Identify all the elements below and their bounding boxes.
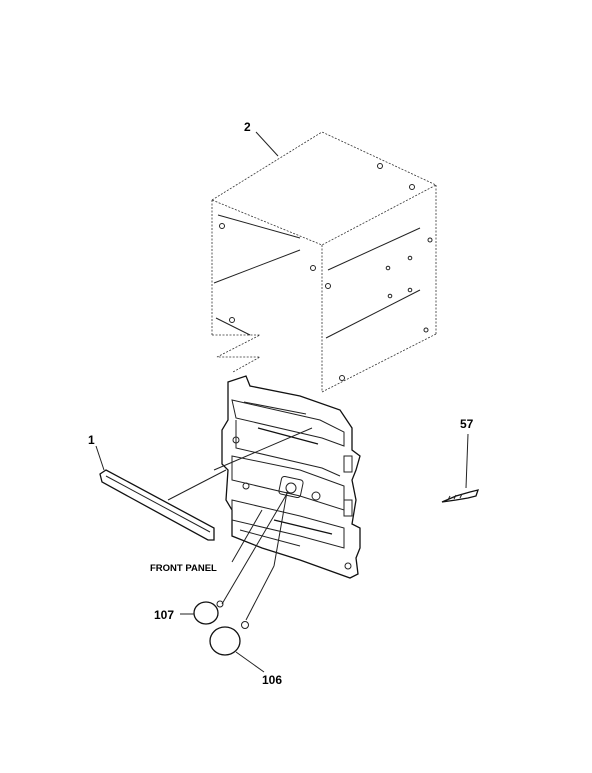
screw-thread bbox=[447, 495, 451, 501]
cabinet-rail bbox=[213, 249, 301, 284]
screw-icon bbox=[441, 489, 479, 503]
button-icon bbox=[242, 482, 250, 490]
panel-ridge bbox=[239, 529, 301, 547]
screw-hole-icon bbox=[339, 375, 345, 381]
panel-upper-face bbox=[235, 420, 341, 477]
trim-strip bbox=[99, 469, 215, 541]
screw-hole-icon bbox=[229, 317, 235, 323]
panel-slot bbox=[273, 519, 333, 535]
display-window bbox=[278, 475, 304, 499]
cabinet-rail bbox=[325, 289, 421, 339]
trim-strip-edge bbox=[105, 475, 211, 533]
label-knob-small: 107 bbox=[154, 608, 174, 622]
knob-axis-line bbox=[273, 491, 288, 567]
screw-hole-icon bbox=[385, 265, 391, 271]
knob-socket-icon bbox=[285, 482, 297, 494]
cabinet-cutout bbox=[212, 334, 262, 373]
panel-slot bbox=[257, 427, 319, 445]
panel-side-tab bbox=[343, 455, 353, 473]
knob-large bbox=[209, 626, 241, 656]
cabinet-rail bbox=[327, 227, 421, 271]
front-panel-outline bbox=[221, 375, 361, 579]
knob-axis-line bbox=[245, 565, 275, 621]
panel-ridge bbox=[243, 401, 307, 415]
knob-small bbox=[193, 601, 219, 625]
button-icon bbox=[344, 562, 352, 570]
button-icon bbox=[232, 436, 240, 444]
label-screw: 57 bbox=[460, 417, 474, 431]
alignment-line bbox=[213, 427, 313, 471]
leader-line-front-panel bbox=[231, 509, 263, 563]
screw-hole-icon bbox=[219, 223, 225, 229]
knob-small-part bbox=[193, 600, 224, 625]
cabinet-rail bbox=[217, 214, 301, 239]
leader-line-cabinet bbox=[255, 131, 279, 157]
knob-socket-icon bbox=[311, 491, 321, 501]
knob-axis-line bbox=[221, 491, 289, 605]
screw-hole-icon bbox=[377, 163, 383, 169]
leader-line-trim bbox=[95, 445, 105, 471]
screw-hole-icon bbox=[427, 237, 433, 243]
screw-hole-icon bbox=[423, 327, 429, 333]
front-panel-part bbox=[221, 375, 361, 579]
screw-thread bbox=[453, 494, 457, 500]
label-front-panel: FRONT PANEL bbox=[150, 563, 217, 574]
label-cabinet: 2 bbox=[244, 120, 251, 134]
panel-lower-deck bbox=[231, 499, 345, 549]
panel-side-tab bbox=[343, 499, 353, 517]
label-knob-large: 106 bbox=[262, 673, 282, 687]
trim-strip-part bbox=[99, 469, 215, 541]
screw-thread bbox=[459, 493, 463, 499]
panel-display-area bbox=[231, 455, 345, 511]
screw-hole-icon bbox=[409, 184, 415, 190]
screw-hole-icon bbox=[407, 255, 413, 261]
screw-hole-icon bbox=[407, 287, 413, 293]
cabinet-top bbox=[211, 131, 437, 246]
leader-line-screw bbox=[465, 433, 469, 489]
screw-hole-icon bbox=[325, 283, 331, 289]
screw-hole-icon bbox=[387, 293, 393, 299]
cabinet-bottom-right bbox=[321, 333, 437, 393]
alignment-line bbox=[167, 469, 227, 501]
leader-line-knob-large bbox=[235, 651, 265, 673]
panel-upper-deck bbox=[231, 399, 345, 447]
screw-hole-icon bbox=[310, 265, 316, 271]
cabinet-part bbox=[211, 131, 437, 393]
screw-part bbox=[441, 433, 479, 503]
label-trim: 1 bbox=[88, 433, 95, 447]
knob-spring-icon bbox=[216, 600, 224, 608]
cabinet-rail bbox=[215, 317, 251, 336]
knob-spring-icon bbox=[241, 621, 249, 629]
knob-large-part bbox=[209, 621, 249, 656]
